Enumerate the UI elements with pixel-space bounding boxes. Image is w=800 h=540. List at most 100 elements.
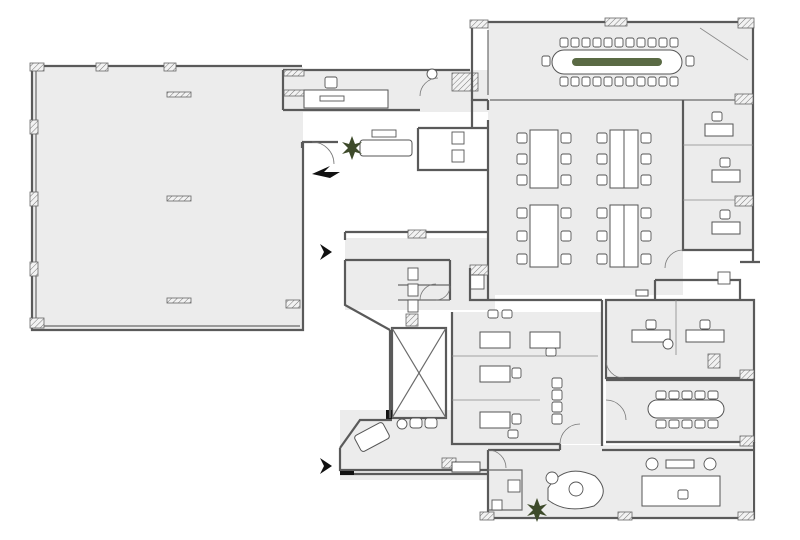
chair (551, 413, 563, 425)
workstation-desk (479, 365, 511, 383)
chair (507, 429, 519, 439)
workstation-chairs (487, 309, 563, 439)
chair (511, 413, 522, 425)
column (166, 91, 192, 98)
toilet-icon (407, 283, 419, 297)
private-offices-walls (681, 100, 755, 252)
chair (570, 76, 580, 87)
door-swing-icon (435, 285, 451, 301)
column (479, 511, 495, 521)
open-office-floor (488, 100, 683, 295)
column (604, 17, 628, 27)
column (166, 297, 192, 304)
chair (516, 207, 528, 219)
chair (640, 253, 652, 265)
door-swing-icon (664, 249, 684, 269)
sink-icon (451, 131, 465, 145)
chair (625, 37, 635, 48)
credenza (665, 459, 695, 469)
chair (603, 37, 613, 48)
workstation-desk (529, 331, 561, 349)
open-hall (29, 62, 310, 332)
chair (551, 401, 563, 413)
corridor (300, 126, 488, 240)
guest-chair (703, 457, 717, 471)
column (407, 229, 427, 239)
workstation-desk (479, 331, 511, 349)
chair (581, 76, 591, 87)
chair (707, 419, 719, 429)
chair (511, 367, 522, 379)
chair (647, 76, 657, 87)
chair (640, 174, 652, 186)
chair (614, 76, 624, 87)
chair (570, 37, 580, 48)
chair (596, 153, 608, 165)
office-chair (719, 209, 731, 220)
toilet-icon (451, 149, 465, 163)
lobby (338, 417, 488, 476)
column (737, 17, 755, 29)
door-swing-icon (605, 359, 625, 379)
chair (559, 76, 569, 87)
door-swing-icon (419, 77, 439, 97)
column (469, 264, 489, 276)
door-swing-icon (559, 423, 581, 445)
chair (669, 37, 679, 48)
chair (516, 230, 528, 242)
lobby-chair (409, 417, 423, 429)
chair (541, 55, 551, 67)
workstation-desk (479, 411, 511, 429)
toilet-icon (717, 271, 731, 285)
chair (681, 390, 693, 400)
column (283, 89, 305, 97)
chair (603, 76, 613, 87)
round-table (662, 338, 674, 350)
reception (281, 68, 479, 112)
office-chair (699, 319, 711, 330)
lobby-walls (338, 418, 488, 476)
plant-icon (342, 136, 362, 160)
chair (694, 419, 706, 429)
chair (592, 76, 602, 87)
office-suite (604, 298, 756, 381)
office-desk (704, 123, 734, 137)
toilet-icon (507, 479, 521, 493)
lobby-chair (396, 418, 408, 430)
chair (668, 419, 680, 429)
guest-chair (645, 457, 659, 471)
column (469, 19, 489, 29)
chair (560, 132, 572, 144)
lobby-chair (424, 417, 438, 429)
toilet-icon (407, 299, 419, 313)
chair (640, 230, 652, 242)
chair (596, 230, 608, 242)
private-offices (664, 93, 760, 269)
chair (596, 132, 608, 144)
chair (658, 76, 668, 87)
meeting-chairs (655, 390, 719, 429)
storage-room (488, 469, 523, 511)
chair (560, 207, 572, 219)
lobby-sofa (354, 422, 390, 452)
open-office-chairs (516, 132, 652, 265)
column (283, 69, 305, 77)
entry-markers (312, 166, 340, 474)
chair (636, 37, 646, 48)
open-office (469, 100, 652, 302)
desk-cluster (529, 129, 559, 189)
chair (516, 132, 528, 144)
chair (516, 253, 528, 265)
executive-chair (677, 489, 689, 500)
chair (551, 389, 563, 401)
column (29, 191, 39, 207)
sink-icon (491, 499, 503, 511)
door-swing-icon (419, 283, 437, 301)
elevator-cross (391, 327, 447, 419)
toilet-icon (407, 267, 419, 281)
door-swing-icon (487, 449, 507, 469)
chair (668, 390, 680, 400)
chair (560, 174, 572, 186)
chair (487, 309, 499, 319)
service-walls (653, 278, 742, 300)
